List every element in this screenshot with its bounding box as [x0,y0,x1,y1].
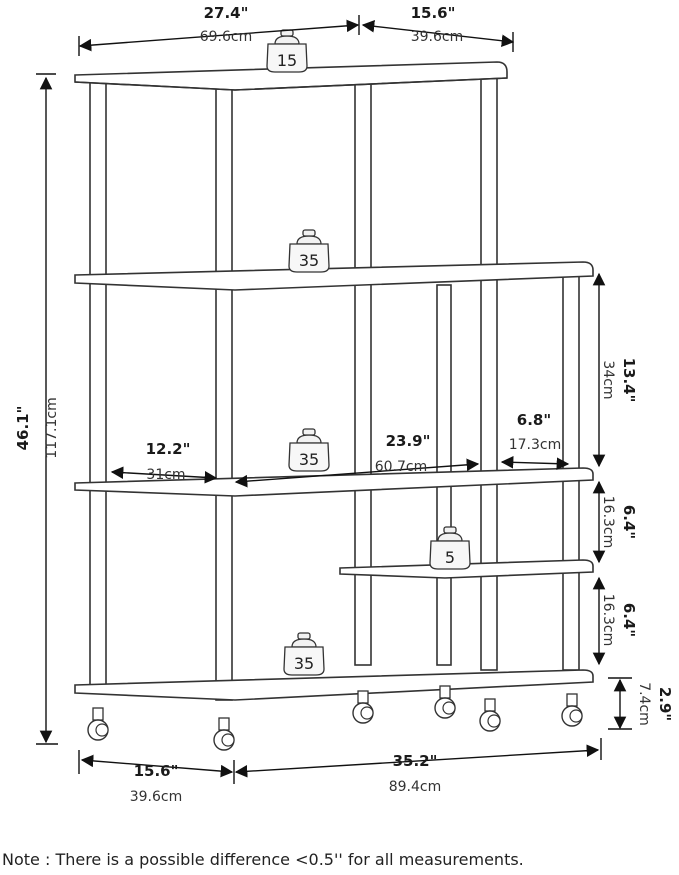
dim-top-width: 27.4" 69.6cm [200,4,253,45]
caster-wheel [352,690,374,724]
caster-wheel [434,685,456,719]
shelf-unit [74,61,594,701]
weight-icon-small: 5 [429,526,471,570]
svg-text:16.3cm: 16.3cm [600,594,616,647]
shelf-second [74,261,594,291]
svg-text:2.9": 2.9" [656,687,674,721]
caster-wheel [479,698,501,732]
svg-text:13.4": 13.4" [620,358,638,403]
svg-text:34cm: 34cm [600,360,616,399]
svg-text:15.6": 15.6" [411,4,456,22]
svg-text:35: 35 [299,450,319,469]
caster-wheel [561,693,583,727]
caster-wheel [87,707,109,741]
svg-text:6.4": 6.4" [620,603,638,637]
dim-line-top-width [78,19,360,52]
back-post [354,79,372,666]
dim-caster-height: 2.9" 7.4cm [636,682,674,726]
svg-text:39.6cm: 39.6cm [130,789,183,805]
weight-icon-bottom: 35 [283,632,325,676]
svg-text:39.6cm: 39.6cm [411,29,464,45]
svg-text:5: 5 [445,548,455,567]
svg-text:6.8": 6.8" [517,411,551,429]
back-post [480,74,498,671]
dim-middle-width: 23.9" 60.7cm [375,432,431,475]
dim-total-height: 46.1" 117.1cm [14,397,60,458]
front-post [215,87,233,701]
dim-line-top-depth [361,20,515,47]
svg-text:27.4": 27.4" [204,4,249,22]
dim-line-base-depth [80,754,234,778]
svg-text:31cm: 31cm [146,467,185,483]
dim-small-gap-2: 6.4" 16.3cm [600,594,638,647]
measurement-note: Note : There is a possible difference <0… [2,850,524,869]
svg-text:117.1cm: 117.1cm [44,397,60,458]
weight-icons: 15 35 35 5 35 [266,29,471,676]
svg-text:69.6cm: 69.6cm [200,29,253,45]
weight-icon-third: 35 [288,428,330,472]
svg-text:7.4cm: 7.4cm [636,682,652,726]
dim-line-left-section [110,466,218,484]
dim-line-right-section [500,456,570,470]
front-post [89,79,107,691]
svg-text:23.9": 23.9" [386,432,431,450]
caster-wheel [213,717,235,751]
dim-upper-gap: 13.4" 34cm [600,358,638,403]
shelf-bottom [74,669,594,701]
weight-icon-top: 15 [266,29,308,73]
weight-icon-second: 35 [288,229,330,273]
dim-line-middle-width [234,458,480,488]
dim-base-width: 35.2" 89.4cm [389,752,442,795]
dim-top-depth: 15.6" 39.6cm [411,4,464,45]
svg-text:15.6": 15.6" [134,762,179,780]
svg-text:89.4cm: 89.4cm [389,779,442,795]
svg-text:6.4": 6.4" [620,505,638,539]
svg-text:12.2": 12.2" [146,440,191,458]
dim-right-section: 6.8" 17.3cm [509,411,562,453]
dim-base-depth: 15.6" 39.6cm [130,762,183,805]
dim-left-section: 12.2" 31cm [146,440,191,483]
dim-small-gap-1: 6.4" 16.3cm [600,496,638,549]
svg-text:35: 35 [299,251,319,270]
svg-text:17.3cm: 17.3cm [509,437,562,453]
svg-text:15: 15 [277,51,297,70]
svg-text:60.7cm: 60.7cm [375,459,428,475]
svg-text:35.2": 35.2" [393,752,438,770]
svg-text:46.1": 46.1" [14,406,32,451]
svg-text:16.3cm: 16.3cm [600,496,616,549]
dim-line-base-width [234,744,600,778]
svg-text:35: 35 [294,654,314,673]
